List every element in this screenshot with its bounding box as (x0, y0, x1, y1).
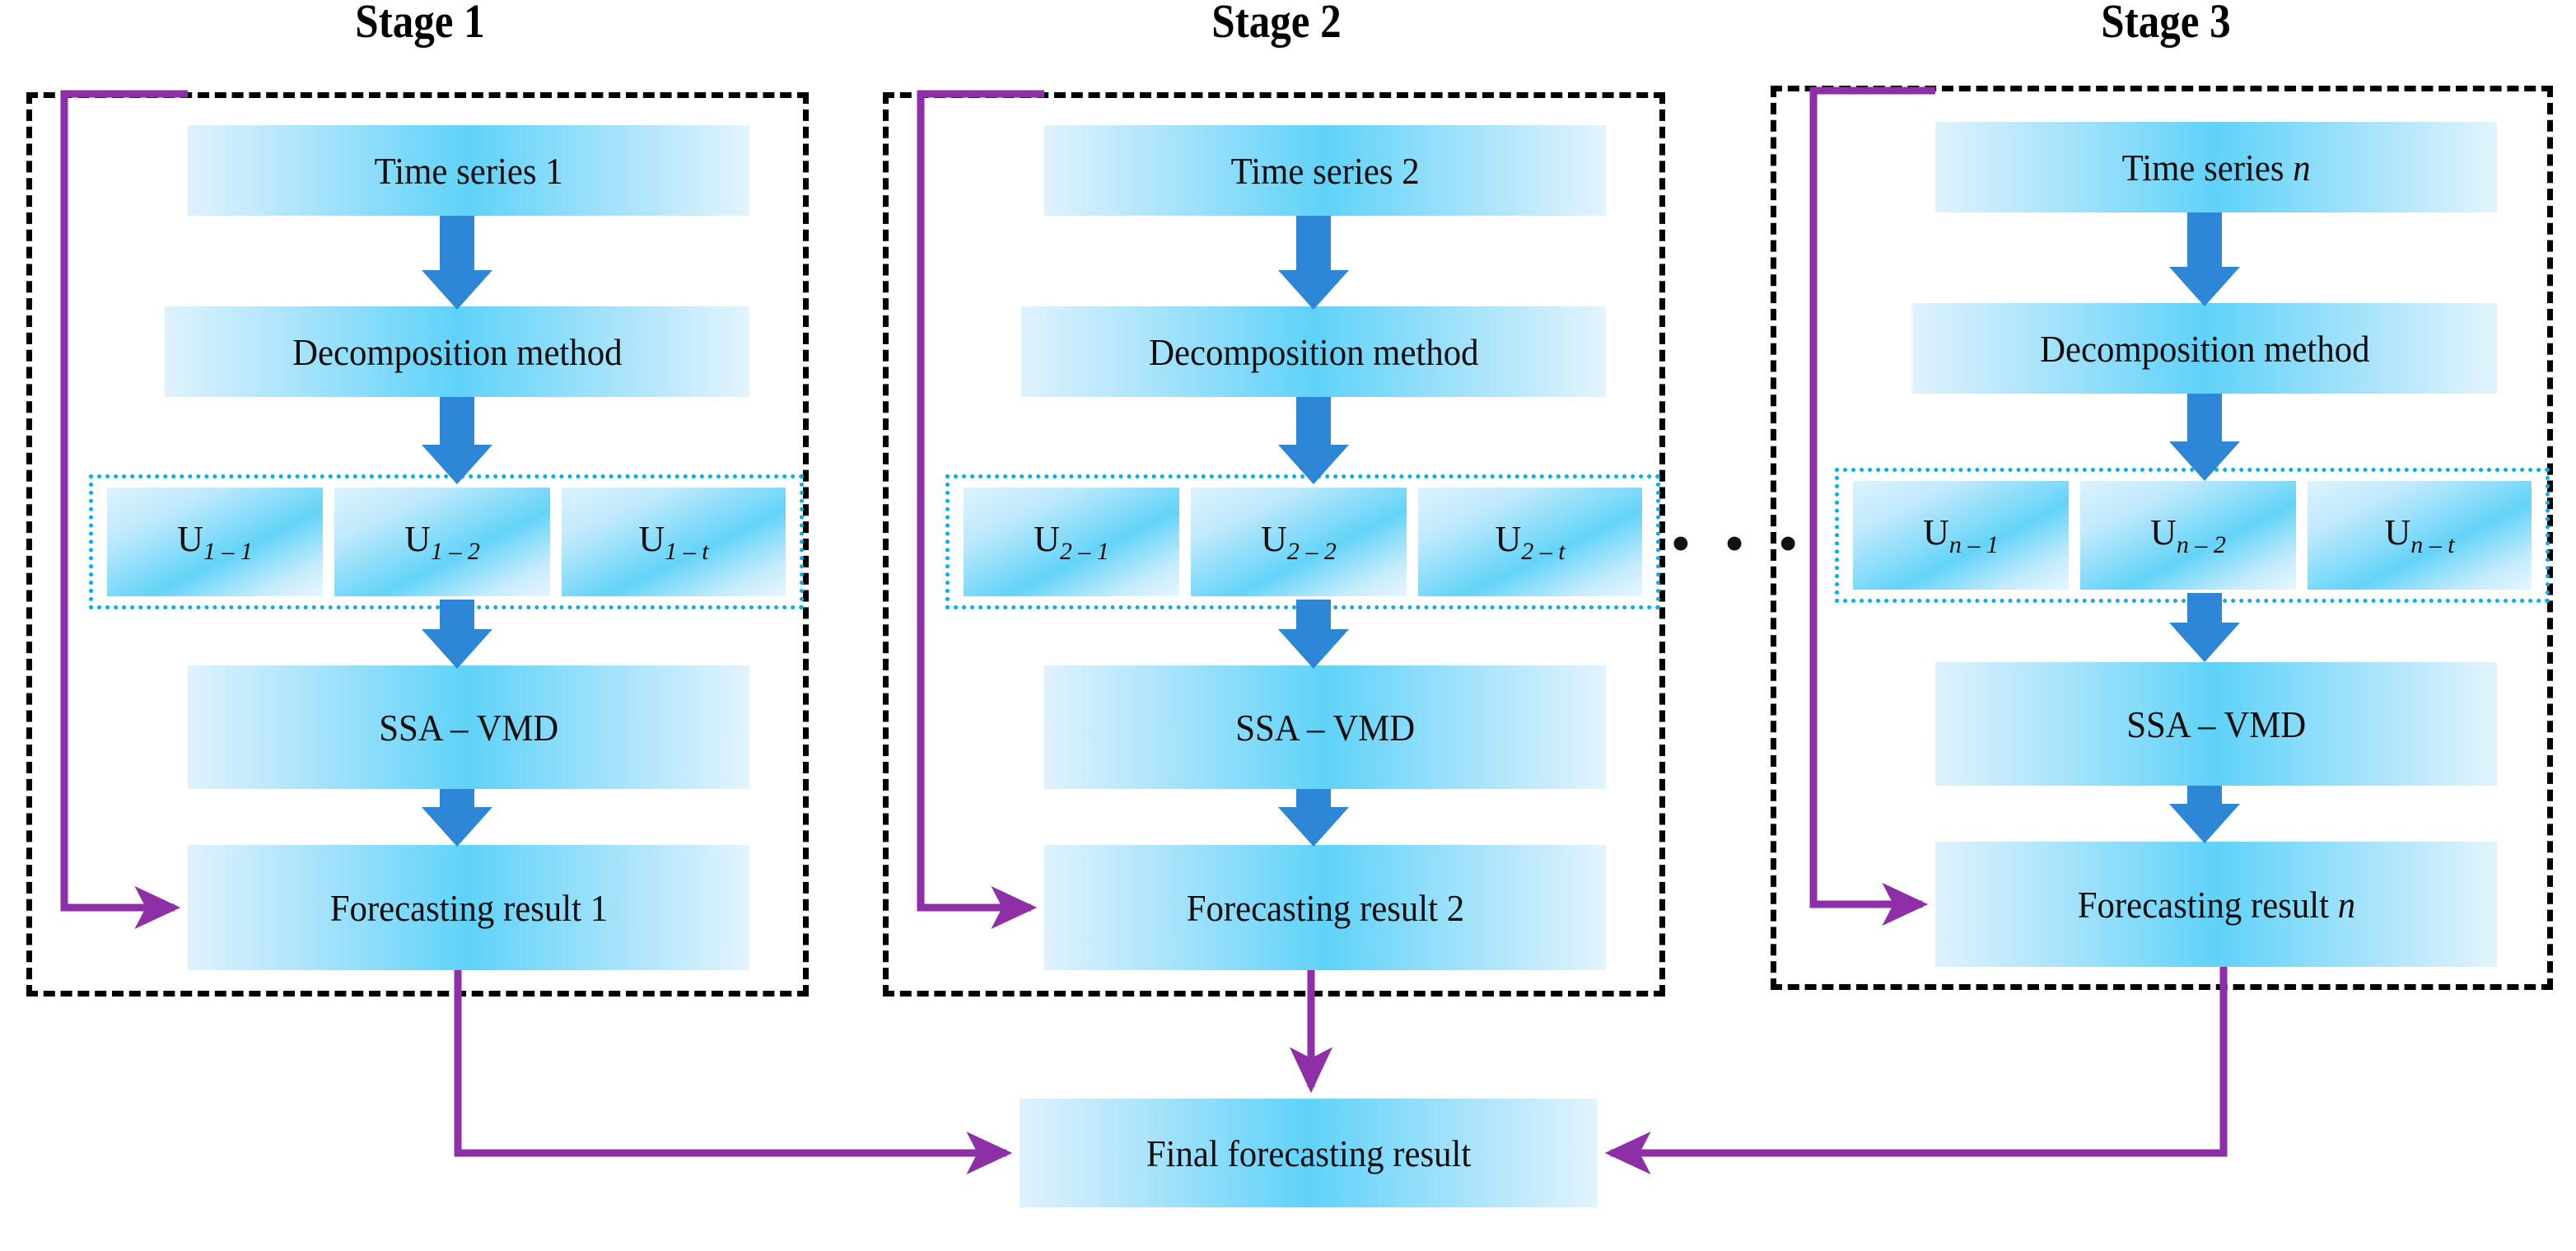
node-model-2: SSA – VMD (1044, 665, 1606, 789)
node-model-1-label: SSA – VMD (379, 706, 558, 749)
component-box-2-3: U2 – t (1418, 488, 1642, 596)
stage-title-3-text: Stage 3 (2101, 0, 2231, 48)
stage-container-2 (883, 92, 1665, 997)
node-decomposition-3: Decomposition method (1912, 303, 2497, 394)
component-label-3-1: Un – 1 (1923, 512, 1999, 558)
component-label-2-1: U2 – 1 (1034, 519, 1109, 565)
component-box-2-2: U2 – 2 (1191, 488, 1407, 596)
component-label-1-3: U1 – t (638, 519, 709, 565)
aggregate-link-stage-3 (1604, 967, 2228, 1175)
node-result-2: Forecasting result 2 (1044, 845, 1606, 970)
component-label-3-3: Un – t (2384, 512, 2455, 558)
node-result-2-label: Forecasting result 2 (1186, 886, 1464, 929)
stage-title-2-text: Stage 2 (1211, 0, 1342, 48)
node-time-series-3: Time series n (1935, 122, 2497, 212)
aggregate-link-stage-1 (454, 970, 1013, 1175)
component-box-3-3: Un – t (2308, 481, 2532, 590)
node-result-1: Forecasting result 1 (188, 845, 749, 970)
component-label-1-1: U1 – 1 (177, 519, 253, 565)
node-model-3-label: SSA – VMD (2126, 703, 2306, 745)
node-time-series-2-label: Time series 2 (1230, 149, 1420, 192)
node-time-series-1-label: Time series 1 (374, 149, 563, 192)
stage-container-1 (26, 92, 809, 997)
node-result-3-label: Forecasting result n (2077, 883, 2355, 926)
component-box-3-2: Un – 2 (2080, 481, 2296, 590)
component-box-1-2: U1 – 2 (334, 488, 550, 596)
node-model-2-label: SSA – VMD (1235, 706, 1415, 749)
stage-title-1: Stage 1 (195, 0, 645, 49)
node-final-result: Final forecasting result (1020, 1099, 1598, 1207)
component-label-2-3: U2 – t (1495, 519, 1566, 565)
stage-ellipsis: • • • (1672, 519, 1808, 570)
component-box-3-1: Un – 1 (1853, 481, 2069, 590)
node-time-series-1: Time series 1 (188, 125, 749, 216)
node-result-1-label: Forecasting result 1 (329, 886, 608, 929)
node-decomposition-1-label: Decomposition method (292, 330, 623, 373)
stage-ellipsis-text: • • • (1672, 516, 1809, 572)
node-decomposition-2: Decomposition method (1021, 306, 1606, 397)
component-box-1-3: U1 – t (562, 488, 786, 596)
node-result-3: Forecasting result n (1935, 842, 2497, 967)
node-decomposition-3-label: Decomposition method (2039, 327, 2370, 370)
stage-title-3: Stage 3 (1941, 0, 2391, 49)
component-box-1-1: U1 – 1 (107, 488, 323, 596)
stage-title-1-text: Stage 1 (355, 0, 485, 48)
node-time-series-2: Time series 2 (1044, 125, 1606, 216)
node-model-3: SSA – VMD (1935, 662, 2497, 786)
node-final-result-label: Final forecasting result (1146, 1132, 1472, 1174)
component-label-2-2: U2 – 2 (1261, 519, 1337, 565)
node-decomposition-1: Decomposition method (165, 306, 749, 397)
component-label-1-2: U1 – 2 (404, 519, 480, 565)
node-decomposition-2-label: Decomposition method (1148, 330, 1479, 373)
node-model-1: SSA – VMD (188, 665, 749, 789)
component-label-3-2: Un – 2 (2150, 512, 2226, 558)
component-box-2-1: U2 – 1 (964, 488, 1179, 596)
stage-title-2: Stage 2 (1052, 0, 1501, 49)
node-time-series-3-label: Time series n (2121, 146, 2311, 189)
